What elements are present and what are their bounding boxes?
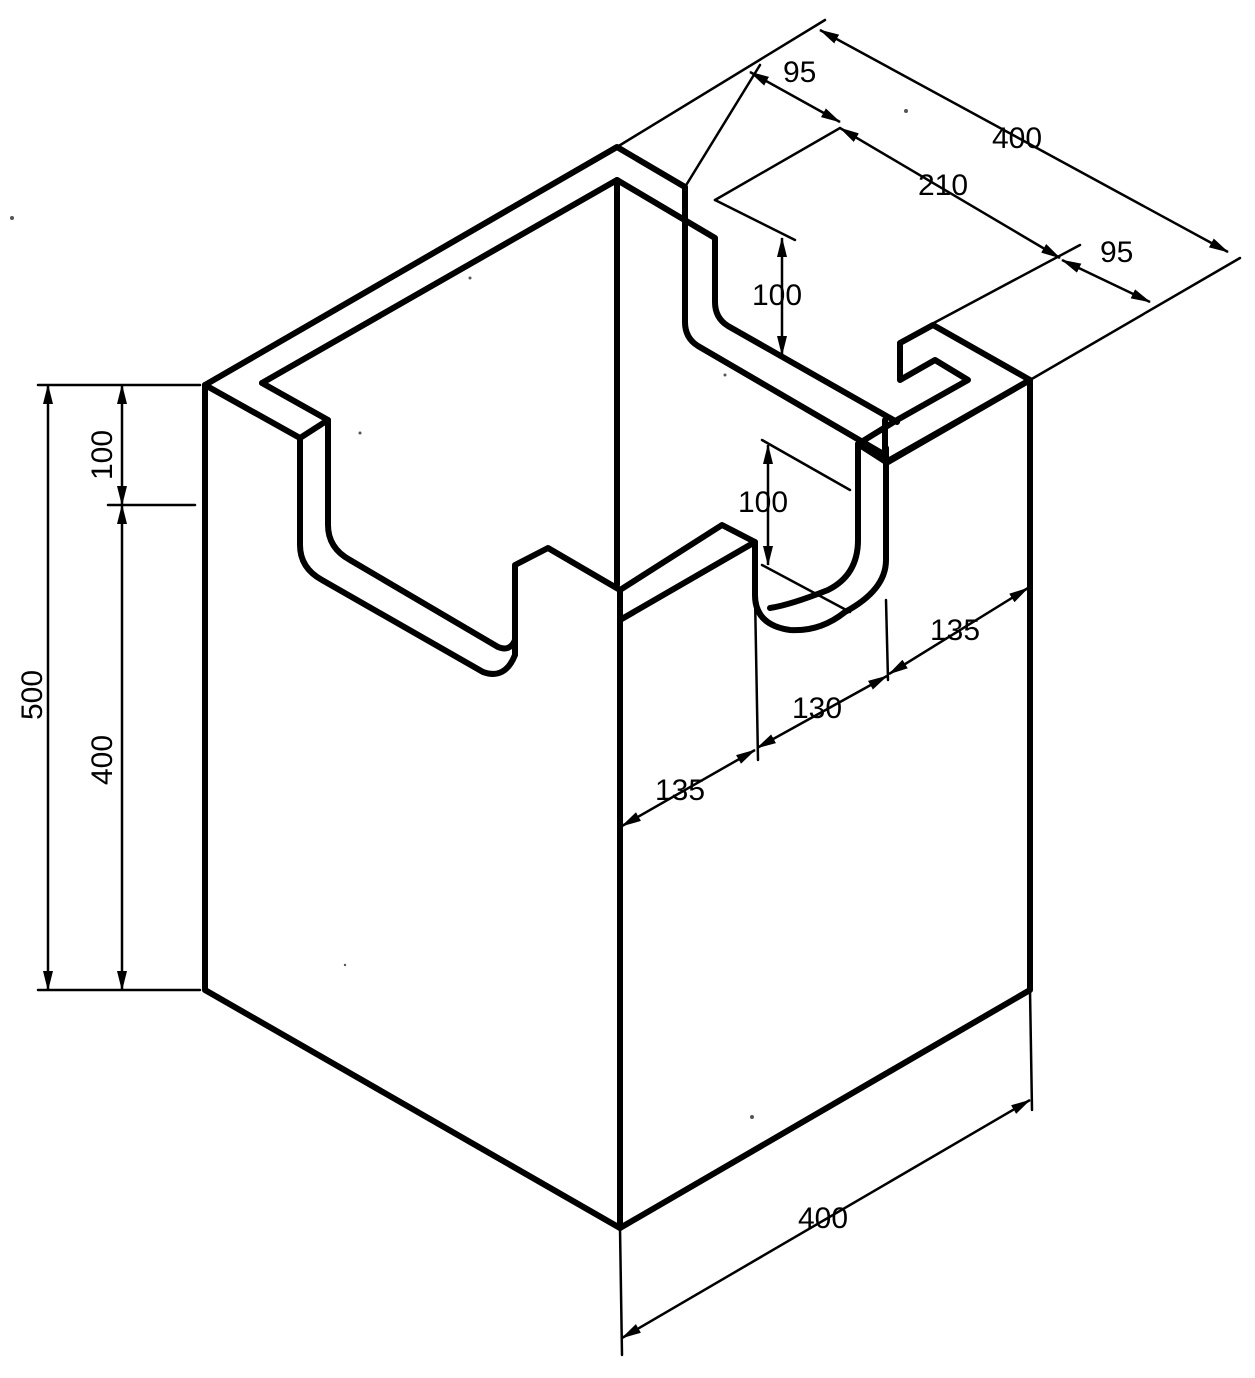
block-outline bbox=[202, 144, 1033, 1231]
dim-line-top-95-left bbox=[749, 70, 841, 124]
label-back-slot-100: 100 bbox=[752, 279, 802, 312]
dim-line-top-210 bbox=[839, 126, 1061, 260]
label-height-100: 100 bbox=[86, 430, 119, 480]
left-front-rim bbox=[202, 382, 623, 677]
label-top-95-right: 95 bbox=[1100, 236, 1133, 269]
label-front-130: 130 bbox=[792, 692, 842, 725]
label-top-210: 210 bbox=[918, 169, 968, 202]
label-bottom-400: 400 bbox=[798, 1202, 848, 1235]
label-height-400: 400 bbox=[86, 735, 119, 785]
dim-line-front-135-right bbox=[888, 586, 1029, 676]
scan-specks bbox=[10, 109, 908, 1119]
label-front-135-left: 135 bbox=[655, 774, 705, 807]
dim-line-front-130 bbox=[756, 674, 888, 750]
left-front-rim-inner bbox=[259, 380, 518, 652]
right-front-top bbox=[855, 377, 1033, 465]
dim-line-top-95-right bbox=[1061, 258, 1151, 304]
right-rim bbox=[855, 322, 1033, 465]
dim-line-bottom-400 bbox=[621, 1098, 1031, 1340]
label-front-slot-100: 100 bbox=[738, 486, 788, 519]
left-rim-step bbox=[297, 417, 331, 441]
label-front-135-right: 135 bbox=[930, 614, 980, 647]
label-height-500: 500 bbox=[16, 670, 49, 720]
top-rim-outer bbox=[202, 144, 888, 458]
label-top-95-left: 95 bbox=[783, 56, 816, 89]
label-top-400: 400 bbox=[992, 122, 1042, 155]
right-front-rim-step bbox=[617, 522, 758, 593]
dimensions bbox=[36, 18, 1242, 1357]
top-rim-inner bbox=[259, 177, 900, 425]
dim-line-front-135-left bbox=[621, 748, 756, 828]
right-front-rim bbox=[617, 445, 889, 634]
dimension-labels: 400 95 210 95 100 100 100 400 500 135 13… bbox=[16, 56, 1133, 1235]
right-front-slot-inner bbox=[767, 441, 861, 611]
